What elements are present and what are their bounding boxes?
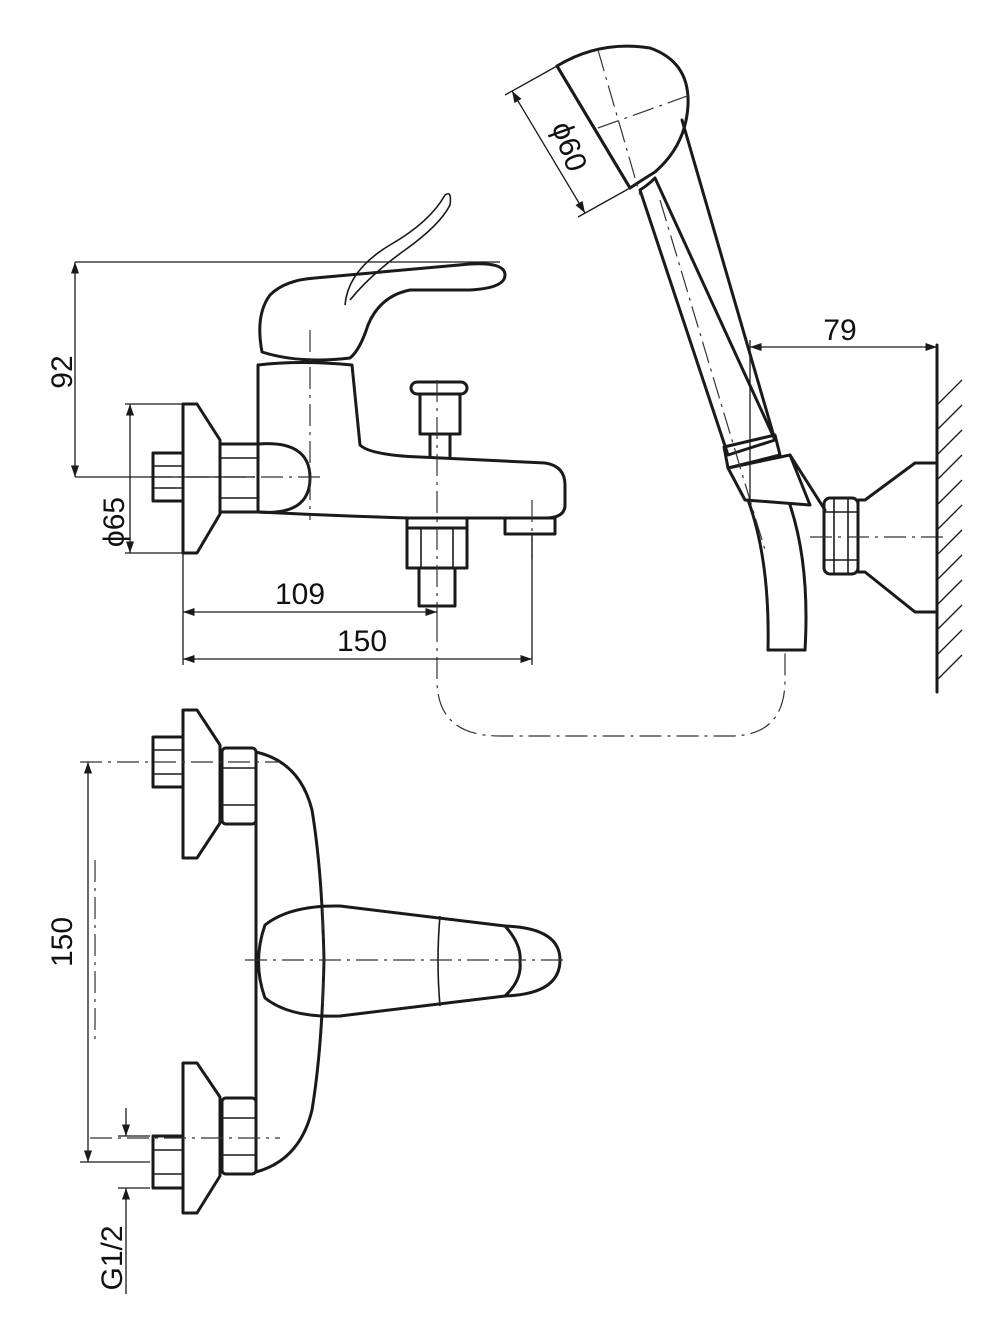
lever-top <box>257 904 562 1018</box>
dim-label-150-top: 150 <box>46 917 79 967</box>
shower-handle <box>638 176 777 457</box>
wall-section <box>935 343 963 694</box>
diverter-knob <box>409 380 469 396</box>
dimension-phi65: ϕ65 <box>98 403 188 554</box>
lower-hex-nut <box>220 1096 258 1176</box>
dim-label-phi60: ϕ60 <box>545 118 593 176</box>
dimension-150-side: 150 <box>183 534 533 665</box>
lever-handle <box>258 262 507 362</box>
dimension-150-top: 150 <box>46 762 150 1163</box>
spout-tip <box>503 924 522 998</box>
dimension-109: 109 <box>182 553 437 665</box>
lower-flange <box>181 1061 222 1215</box>
hand-shower-assembly <box>555 44 945 652</box>
diverter-stem <box>418 392 462 436</box>
lever-inner-curve <box>437 915 441 1007</box>
dimension-92: 92 <box>46 261 500 478</box>
mixer-top-view <box>80 708 565 1215</box>
wall-flange <box>181 402 222 555</box>
dimension-phi60: ϕ60 <box>504 65 631 218</box>
lower-inlet-nipple <box>151 1134 185 1190</box>
upper-flange <box>181 708 222 860</box>
mixer-body <box>256 361 567 520</box>
shower-head <box>555 44 690 190</box>
lever-raised-position <box>344 192 452 306</box>
hose-right-edge <box>788 503 808 652</box>
dim-label-phi65: ϕ65 <box>98 497 131 547</box>
bracket-nut <box>822 496 860 576</box>
upper-hex-nut <box>220 746 258 826</box>
dim-label-79: 79 <box>823 314 856 347</box>
dimension-79: 79 <box>749 314 937 500</box>
body-dome <box>256 442 312 514</box>
dim-label-92: 92 <box>46 355 79 388</box>
handle-collar <box>722 433 782 470</box>
mixer-side-view <box>150 192 567 620</box>
body-outline <box>254 750 326 1174</box>
hose-left-edge <box>746 498 770 652</box>
spout-outlet <box>503 516 557 536</box>
dimension-g12: G1/2 <box>96 1108 150 1294</box>
holder-clip <box>726 453 812 507</box>
hose-path <box>436 620 786 737</box>
dim-label-109: 109 <box>275 578 325 611</box>
dim-label-g12: G1/2 <box>96 1225 129 1290</box>
hex-nut <box>218 442 260 514</box>
dim-label-150-side: 150 <box>337 625 387 658</box>
